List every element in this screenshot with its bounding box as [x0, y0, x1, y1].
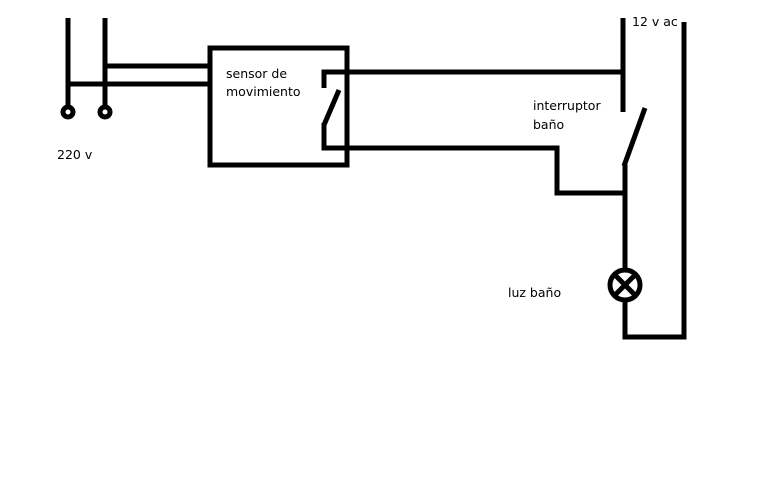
motion-sensor-box	[207, 45, 350, 168]
label-switch-1: interruptor	[533, 98, 601, 113]
label-12vac: 12 v ac	[632, 14, 678, 29]
label-switch-2: baño	[533, 117, 565, 132]
label-220v: 220 v	[57, 147, 93, 162]
terminal-1	[60, 104, 76, 120]
lamp-icon	[607, 267, 643, 303]
label-lamp: luz baño	[508, 285, 562, 300]
sensor-output-wire	[321, 123, 626, 196]
terminal-2	[97, 104, 113, 120]
sensor-contact-top	[321, 69, 623, 88]
label-sensor-1: sensor de	[226, 66, 288, 81]
sensor-switch-blade	[321, 89, 342, 126]
label-sensor-2: movimiento	[226, 84, 301, 99]
bathroom-switch-blade	[621, 107, 648, 167]
lamp-return-wire	[622, 22, 687, 340]
